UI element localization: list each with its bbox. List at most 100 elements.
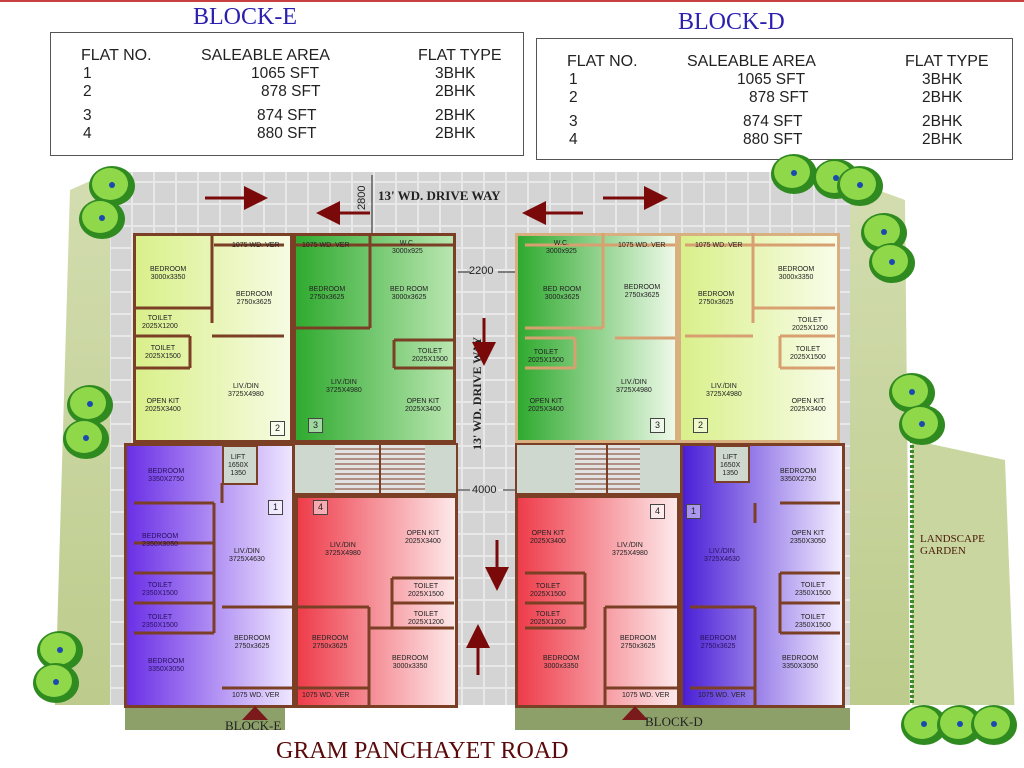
e-flat2-number: 2 bbox=[270, 421, 285, 436]
table-row-4-no: 4 bbox=[83, 125, 92, 142]
d-flat3-number: 3 bbox=[650, 418, 665, 433]
block-e-lift bbox=[222, 445, 258, 485]
d-flat3-verandah: 1075 WD. VER bbox=[618, 242, 666, 249]
d-flat1-bedroom-2: BEDROOM 2750x3625 bbox=[700, 635, 737, 650]
table-row-1-type: 3BHK bbox=[435, 65, 476, 82]
flat-type-header: FLAT TYPE bbox=[418, 47, 502, 64]
e-flat3-bedroom: BEDROOM 2750x3625 bbox=[309, 286, 346, 301]
e-flat1-toilet-1: TOILET 2350X1500 bbox=[142, 582, 178, 597]
d-flat1-living-dining: LIV./DIN 3725X4630 bbox=[704, 548, 740, 563]
block-d-lift bbox=[714, 445, 750, 483]
e-flat2-bedroom: BEDROOM 3000x3350 bbox=[150, 266, 187, 281]
d-flat2-verandah: 1075 WD. VER bbox=[695, 242, 743, 249]
tree-icon bbox=[63, 419, 109, 459]
e-flat1-bedroom-2: BEDROOM 2750x3625 bbox=[234, 635, 271, 650]
e-flat2-living-dining: LIV./DIN 3725X4980 bbox=[228, 383, 264, 398]
block-e-area-table: FLAT NO. SALEABLE AREA FLAT TYPE 1 1065 … bbox=[50, 32, 524, 156]
d-flat3-living-dining: LIV./DIN 3725X4980 bbox=[616, 379, 652, 394]
block-d-flat-1 bbox=[680, 443, 845, 708]
table-row-1-type: 3BHK bbox=[922, 71, 963, 88]
block-e-title: BLOCK-E bbox=[193, 4, 297, 30]
table-row-4-area: 880 SFT bbox=[743, 131, 803, 148]
block-d-internal-walls bbox=[525, 233, 840, 708]
table-row-1-area: 1065 SFT bbox=[251, 65, 320, 82]
d-flat1-bedroom-top: BEDROOM 3350X2750 bbox=[780, 468, 817, 483]
d-flat1-open-kitchen: OPEN KIT 2350X3050 bbox=[790, 530, 826, 545]
table-row-2-type: 2BHK bbox=[922, 89, 963, 106]
tree-icon bbox=[837, 166, 883, 206]
e-flat4-bedroom: BEDROOM 2750x3625 bbox=[312, 635, 349, 650]
table-row-2-no: 2 bbox=[569, 89, 578, 106]
d-lift: LIFT 1650X 1350 bbox=[720, 454, 741, 477]
d-flat2-bedroom-2: BEDROOM 3000x3350 bbox=[778, 266, 815, 281]
table-row-3-type: 2BHK bbox=[435, 107, 476, 124]
table-row-4-type: 2BHK bbox=[922, 131, 963, 148]
tree-icon bbox=[899, 405, 945, 445]
block-e-entry-marker bbox=[242, 706, 268, 720]
tree-icon bbox=[771, 154, 817, 194]
e-flat1-living-dining: LIV./DIN 3725X4630 bbox=[229, 548, 265, 563]
e-flat1-bedroom-mid: BEDROOM 2350X3050 bbox=[142, 533, 179, 548]
flat-type-header: FLAT TYPE bbox=[905, 53, 989, 70]
table-row-3-area: 874 SFT bbox=[743, 113, 803, 130]
e-flat4-toilet-1: TOILET 2025X1500 bbox=[408, 583, 444, 598]
saleable-area-header: SALEABLE AREA bbox=[687, 53, 816, 70]
d-flat2-open-kitchen: OPEN KIT 2025X3400 bbox=[790, 398, 826, 413]
d-flat1-number: 1 bbox=[686, 504, 701, 519]
block-d-staircase bbox=[575, 445, 640, 493]
block-e-flat-1 bbox=[124, 443, 295, 708]
table-row-3-type: 2BHK bbox=[922, 113, 963, 130]
e-flat3-wc: W.C. 3000x925 bbox=[392, 240, 423, 255]
table-row-4-area: 880 SFT bbox=[257, 125, 317, 142]
e-flat2-open-kitchen: OPEN KIT 2025X3400 bbox=[145, 398, 181, 413]
d-flat2-toilet-2: TOILET 2025X1500 bbox=[790, 346, 826, 361]
garden-label: GARDEN bbox=[920, 545, 966, 557]
e-flat3-number: 3 bbox=[308, 418, 323, 433]
tree-icon bbox=[33, 663, 79, 703]
drive-way-top-label: 13' WD. DRIVE WAY bbox=[378, 188, 501, 203]
d-flat1-bedroom: BEDROOM 3350X3050 bbox=[782, 655, 819, 670]
e-flat4-living-dining: LIV./DIN 3725X4980 bbox=[325, 542, 361, 557]
e-flat4-number: 4 bbox=[313, 500, 328, 515]
block-d-area-table: FLAT NO. SALEABLE AREA FLAT TYPE 1 1065 … bbox=[536, 38, 1013, 160]
table-row-1-no: 1 bbox=[569, 71, 578, 88]
e-flat1-toilet-2: TOILET 2350X1500 bbox=[142, 614, 178, 629]
tree-icon bbox=[861, 213, 907, 253]
block-d-flat-2 bbox=[678, 233, 840, 443]
e-flat2-toilet-1: TOILET 2025X1200 bbox=[142, 315, 178, 330]
e-flat2-toilet-2: TOILET 2025X1500 bbox=[145, 345, 181, 360]
e-flat4-toilet-2: TOILET 2025X1200 bbox=[408, 611, 444, 626]
d-flat2-number: 2 bbox=[693, 418, 708, 433]
d-flat4-verandah: 1075 WD. VER bbox=[622, 692, 670, 699]
d-flat2-bedroom: BEDROOM 2750x3625 bbox=[698, 291, 735, 306]
tree-icon bbox=[37, 631, 83, 671]
flat-no-header: FLAT NO. bbox=[81, 47, 152, 64]
d-flat3-bedroom: BED ROOM 3000x3625 bbox=[543, 286, 582, 301]
e-flat4-open-kitchen: OPEN KIT 2025X3400 bbox=[405, 530, 441, 545]
tree-icon bbox=[971, 705, 1017, 745]
d-flat1-verandah: 1075 WD. VER bbox=[698, 692, 746, 699]
d-flat4-open-kitchen: OPEN KIT 2025X3400 bbox=[530, 530, 566, 545]
table-row-1-no: 1 bbox=[83, 65, 92, 82]
d-flat2-toilet-1: TOILET 2025X1200 bbox=[792, 317, 828, 332]
d-flat1-toilet-1: TOILET 2350X1500 bbox=[795, 582, 831, 597]
tree-icon bbox=[67, 385, 113, 425]
table-row-1-area: 1065 SFT bbox=[737, 71, 806, 88]
saleable-area-header: SALEABLE AREA bbox=[201, 47, 330, 64]
dimension-2200: 2200 bbox=[467, 265, 496, 277]
d-flat4-toilet-2: TOILET 2025X1200 bbox=[530, 611, 566, 626]
e-flat3-living-dining: LIV./DIN 3725X4980 bbox=[326, 379, 362, 394]
d-flat2-living-dining: LIV./DIN 3725X4980 bbox=[706, 383, 742, 398]
block-e-flat-3 bbox=[293, 233, 456, 443]
table-row-4-no: 4 bbox=[569, 131, 578, 148]
d-flat3-wc: W.C. 3000x925 bbox=[546, 240, 577, 255]
top-border-line bbox=[0, 0, 1024, 2]
tree-icon bbox=[79, 199, 125, 239]
tree-icon bbox=[937, 705, 983, 745]
e-flat1-bedroom-bottom: BEDROOM 3350X3050 bbox=[148, 658, 185, 673]
tree-icon bbox=[901, 705, 947, 745]
e-lift: LIFT 1650X 1350 bbox=[228, 454, 249, 477]
d-flat4-bedroom-2: BEDROOM 2750x3625 bbox=[620, 635, 657, 650]
